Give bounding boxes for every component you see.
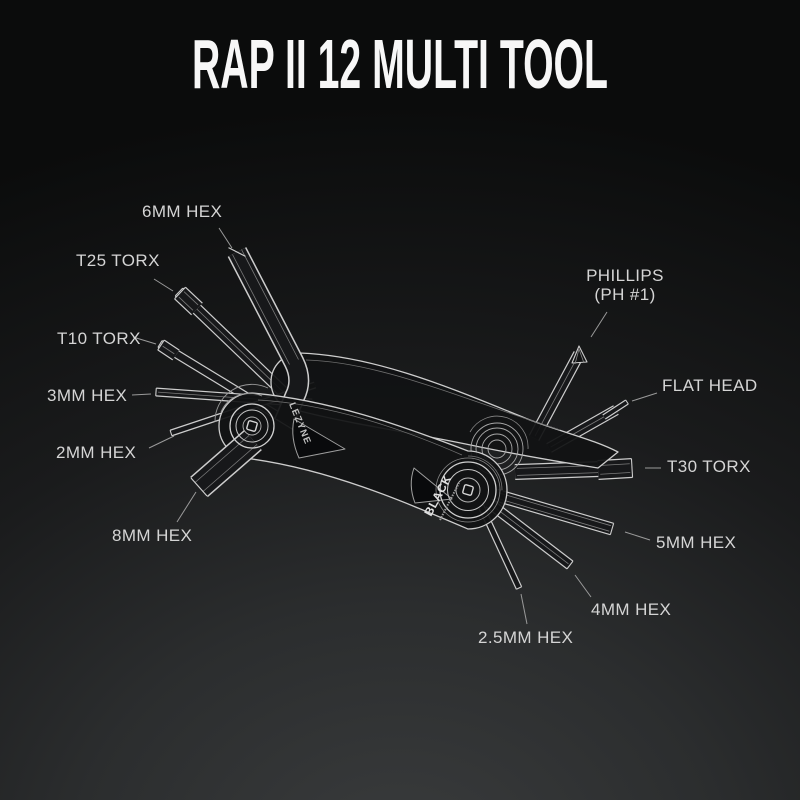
plate-cutout-left — [292, 418, 346, 459]
leader-4mm-hex — [574, 574, 592, 598]
body-plate-back — [270, 352, 619, 469]
bit-curl-arcs — [214, 383, 269, 423]
label-6mm-hex: 6MM HEX — [142, 202, 223, 221]
leader-t25-torx — [153, 278, 174, 292]
label-8mm-hex: 8MM HEX — [112, 526, 193, 545]
label-5mm-hex: 5MM HEX — [656, 533, 737, 552]
label-t10-torx: T10 TORX — [57, 329, 141, 348]
label-phillips-line2: (PH #1) — [594, 285, 656, 304]
bit-t30-tip — [597, 458, 634, 480]
leader-t10-torx — [132, 336, 157, 345]
label-2-5mm-hex: 2.5MM HEX — [478, 628, 574, 647]
phillips-tip-detail — [571, 345, 588, 365]
label-phillips-line1: PHILLIPS — [586, 266, 664, 285]
leader-phillips — [590, 311, 608, 338]
leader-flat-head — [631, 392, 658, 402]
label-t30-torx: T30 TORX — [667, 457, 751, 476]
bit-5mm-hex — [494, 488, 615, 536]
label-t25-torx: T25 TORX — [76, 251, 160, 270]
leader-2mm-hex — [148, 435, 175, 449]
label-flat-head: FLAT HEAD — [662, 376, 758, 395]
leader-5mm-hex — [624, 531, 651, 541]
label-4mm-hex: 4MM HEX — [591, 600, 672, 619]
label-2mm-hex: 2MM HEX — [56, 443, 137, 462]
label-phillips: PHILLIPS (PH #1) — [577, 266, 673, 304]
bit-t25-tip — [174, 286, 203, 316]
bit-4mm-hex — [485, 498, 574, 570]
pivot-bolt-left — [229, 403, 275, 449]
leader-3mm-hex — [131, 393, 152, 396]
leader-6mm-hex — [218, 227, 233, 249]
page-title: RAP II 12 MULTI TOOL — [191, 25, 609, 103]
leader-lines — [131, 227, 661, 625]
leader-8mm-hex — [176, 491, 197, 523]
label-3mm-hex: 3MM HEX — [47, 386, 128, 405]
bit-t10-tip — [157, 339, 180, 361]
body-plate-front — [218, 392, 508, 530]
leader-2-5mm-hex — [520, 593, 528, 625]
plate-cutout-right — [410, 467, 453, 504]
bit-flat-blade — [602, 399, 629, 420]
pivot-bolt-right — [435, 457, 501, 523]
bit-8mm-hex — [190, 429, 262, 498]
bit-6mm-hex — [227, 247, 310, 427]
